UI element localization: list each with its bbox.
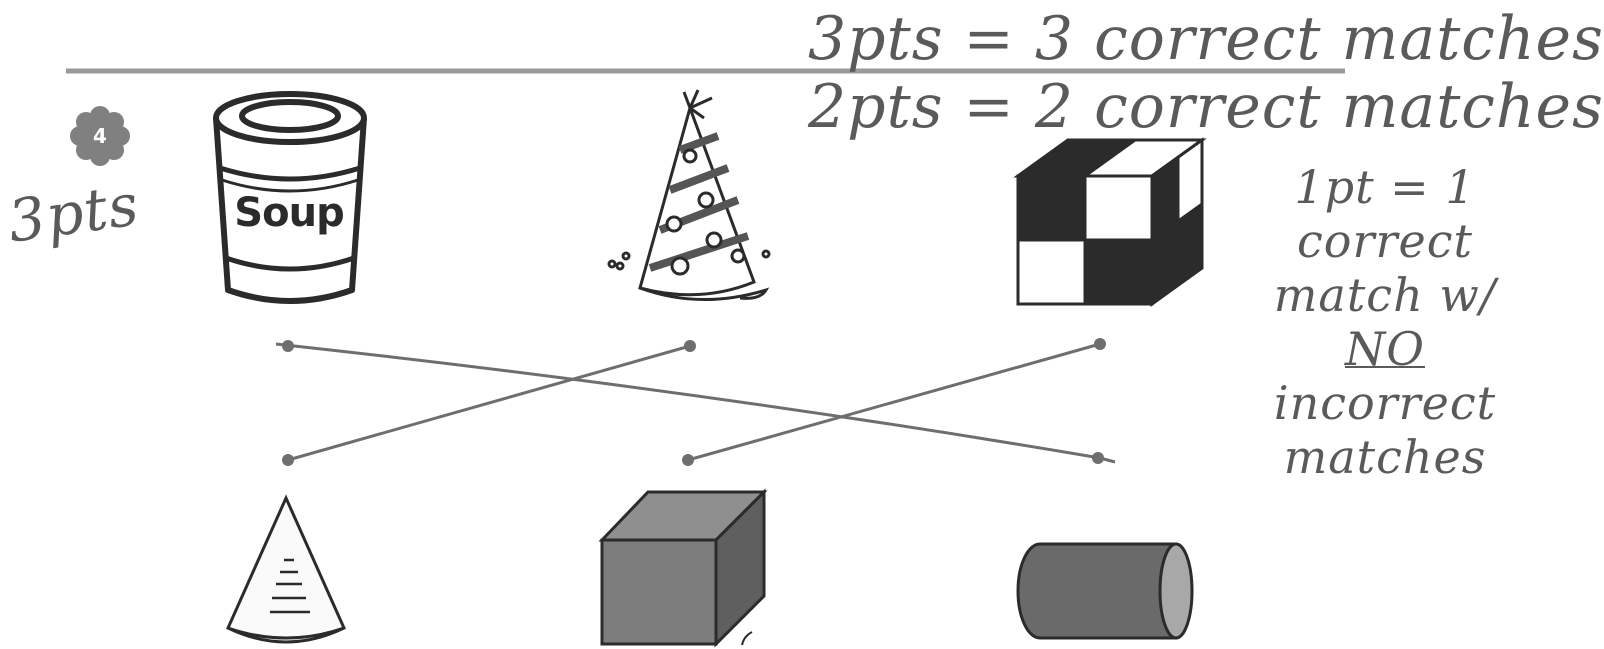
dot-bottom-left <box>282 454 294 466</box>
rubric-line-3pts: 3pts = 3 correct matches <box>808 4 1604 74</box>
cube-icon <box>598 488 768 648</box>
rubric-line-2pts: 2pts = 2 correct matches <box>808 72 1604 142</box>
problem-number: 4 <box>93 124 107 148</box>
match-line-cube-cube <box>687 342 1101 462</box>
match-dots <box>282 338 1106 466</box>
cone-icon <box>226 494 346 644</box>
match-line-hat-cone <box>287 344 691 462</box>
cylinder-icon <box>1016 542 1194 640</box>
checkered-cube-icon <box>1013 137 1207 307</box>
rubric-line-1pt: 1pt = 1 correct match w/ NO incorrect ma… <box>1240 160 1530 484</box>
dot-top-right <box>1094 338 1106 350</box>
match-line-soup-cylinder <box>275 342 1116 464</box>
match-lines <box>275 342 1116 464</box>
dot-top-middle <box>684 340 696 352</box>
rubric-line-1pt-prefix: 1pt = 1 correct match w/ <box>1273 160 1497 322</box>
dot-bottom-right <box>1092 452 1104 464</box>
worksheet-canvas <box>66 68 1345 648</box>
party-hat-icon <box>607 89 771 301</box>
rubric-line-1pt-suffix: incorrect matches <box>1273 376 1497 484</box>
dot-top-left <box>282 340 294 352</box>
soup-can-icon <box>213 91 367 304</box>
problem-number-badge <box>70 106 130 166</box>
rubric-no-emphasis: NO <box>1345 322 1425 376</box>
dot-bottom-middle <box>682 454 694 466</box>
soup-label: Soup <box>234 190 344 236</box>
